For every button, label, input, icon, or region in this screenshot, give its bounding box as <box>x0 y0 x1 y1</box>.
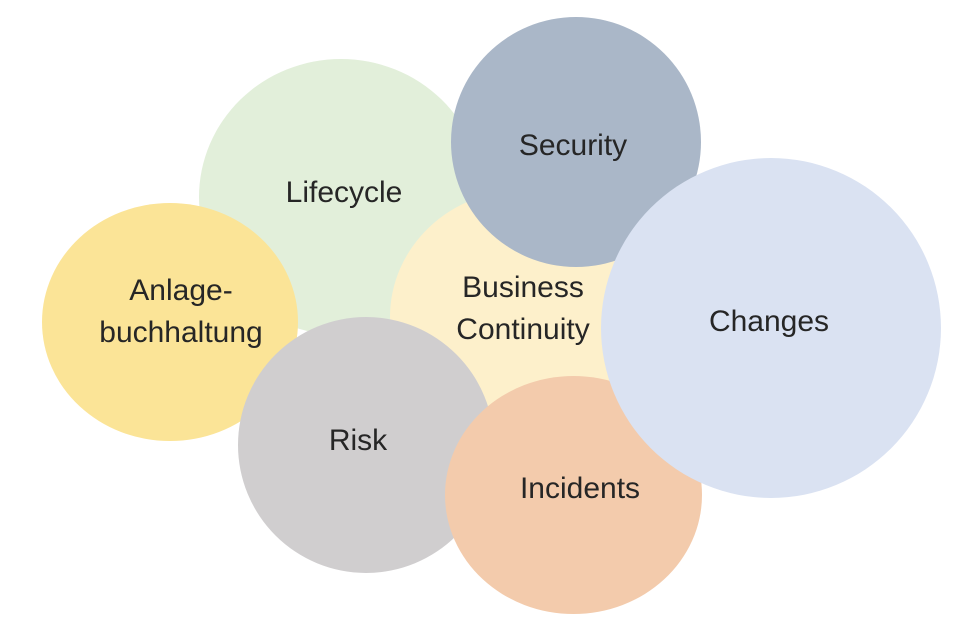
changes-label: Changes <box>708 305 830 338</box>
risk-label: Risk <box>328 424 388 457</box>
anlagebuchhaltung-label: Anlage- buchhaltung <box>99 270 262 354</box>
anlagebuchhaltung-label-line2: buchhaltung <box>99 316 263 349</box>
incidents-label: Incidents <box>519 472 641 505</box>
business-continuity-label-line1: Business <box>462 271 584 304</box>
business-continuity-label: Business Continuity <box>456 267 589 351</box>
anlagebuchhaltung-label-line1: Anlage- <box>129 274 233 307</box>
lifecycle-label: Lifecycle <box>285 176 403 209</box>
business-continuity-label-line2: Continuity <box>456 313 590 346</box>
changes-bubble <box>601 158 941 498</box>
security-label: Security <box>518 129 628 162</box>
